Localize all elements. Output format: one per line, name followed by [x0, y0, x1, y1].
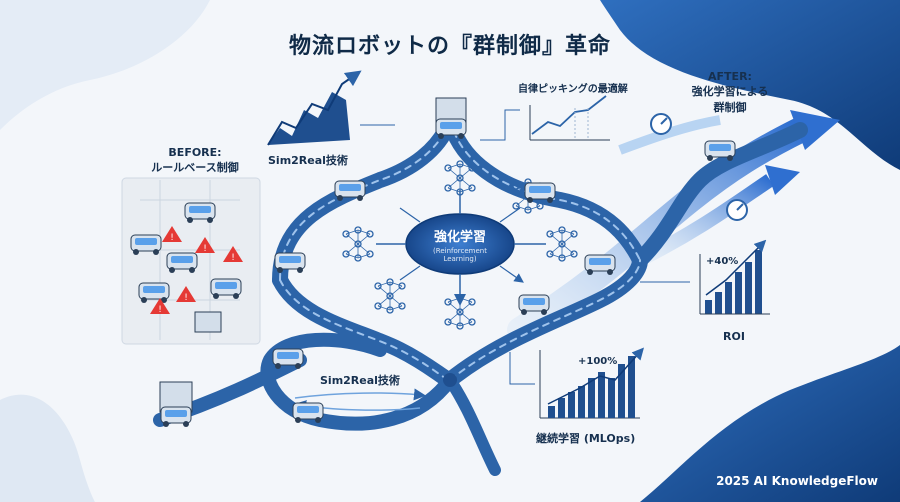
rl-hub: [376, 190, 546, 300]
after-label-line3: 群制御: [713, 101, 747, 114]
mlops-label: 継続学習 (MLOps): [536, 432, 636, 445]
footer-credit: 2025 AI KnowledgeFlow: [716, 474, 878, 488]
robot-bottom-left-box: [159, 381, 193, 428]
robot-top-box: [435, 97, 467, 140]
picking-chart: [529, 95, 610, 141]
gauge-icon: [650, 113, 672, 135]
before-label-line2: ルールベース制御: [151, 161, 239, 174]
warning-icon: !: [162, 226, 182, 243]
svg-text:!: !: [170, 233, 174, 243]
rl-center-subtitle-1: (Reinforcement: [433, 247, 487, 255]
after-arrowhead-2: [765, 165, 800, 195]
sim2real-bottom-label: Sim2Real技術: [320, 374, 400, 387]
warning-icon: !: [150, 298, 170, 315]
bottom-right-wave: [640, 345, 900, 502]
neural-net-left: [342, 226, 374, 262]
after-arrow-3: [618, 115, 721, 155]
sim2real-top-label: Sim2Real技術: [268, 154, 348, 167]
after-label: AFTER: 強化学習による 群制御: [680, 70, 780, 115]
neural-net-right: [546, 226, 578, 262]
top-left-wave: [0, 0, 210, 130]
road-network: [153, 112, 808, 476]
before-label: BEFORE: ルールベース制御: [140, 146, 250, 175]
svg-text:!: !: [203, 244, 207, 254]
neural-net-top: [444, 160, 476, 196]
mlops-leader: [509, 352, 535, 385]
after-label-line1: AFTER:: [708, 70, 752, 83]
after-label-line2: 強化学習による: [691, 85, 769, 98]
robot-left: [274, 252, 306, 274]
warning-icon: !: [195, 237, 215, 254]
before-label-line1: BEFORE:: [168, 146, 222, 159]
rl-center-label: 強化学習 (Reinforcement Learning): [412, 226, 508, 263]
mlops-chart: [539, 347, 644, 419]
top-right-wave: [600, 0, 900, 170]
gauge-icon: [726, 199, 748, 221]
roi-chart: [699, 239, 770, 315]
rl-center-subtitle-2: Learning): [443, 255, 477, 263]
rl-center-title: 強化学習: [433, 230, 486, 245]
loop-arrow-upper: [294, 388, 426, 401]
svg-text:!: !: [231, 253, 235, 263]
neural-net-tl: [374, 278, 406, 314]
neural-net-bottom: [444, 294, 476, 330]
picking-label: 自律ピッキングの最適解: [518, 84, 628, 95]
roi-label: ROI: [723, 330, 745, 343]
svg-text:!: !: [184, 293, 188, 303]
svg-text:!: !: [158, 305, 162, 315]
sim2real-top-chart: [267, 70, 362, 146]
before-scene: ! ! ! ! !: [121, 177, 261, 345]
mlops-value: +100%: [578, 356, 618, 367]
bottom-left-wave: [0, 394, 95, 502]
warning-icon: !: [223, 246, 243, 263]
after-arrowhead-1: [790, 110, 840, 150]
page-title: 物流ロボットの『群制御』革命: [288, 34, 611, 59]
roi-value: +40%: [706, 256, 739, 267]
warning-icon: !: [176, 286, 196, 303]
picking-leader: [480, 109, 520, 141]
